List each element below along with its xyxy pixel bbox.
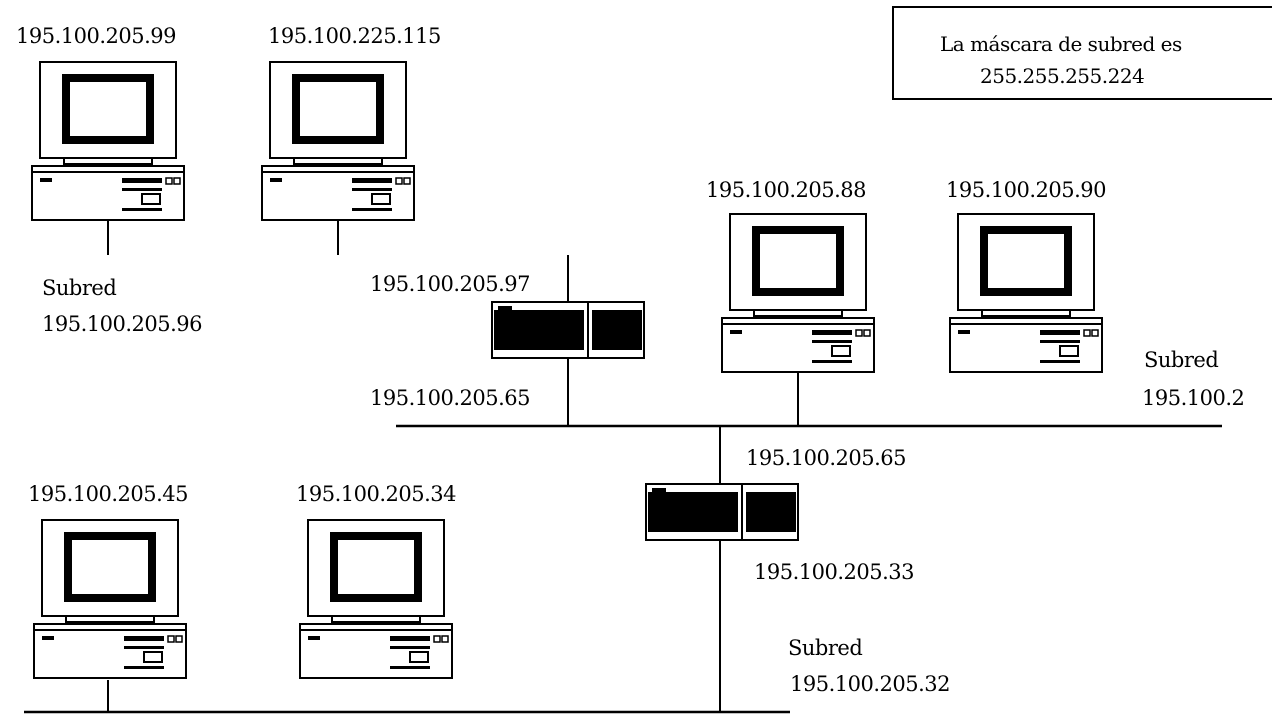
note-line-2: 255.255.255.224 bbox=[980, 64, 1145, 88]
computer-icon bbox=[299, 519, 453, 679]
subnet-address: 195.100.205.32 bbox=[790, 672, 951, 696]
subnet-mask-note: La máscara de subred es 255.255.255.224 bbox=[892, 6, 1272, 100]
computer-icon bbox=[31, 61, 185, 221]
computer-icon bbox=[721, 213, 875, 373]
subnet-label: Subred bbox=[42, 276, 117, 300]
router-icon bbox=[645, 483, 799, 541]
host-ip-label: 195.100.205.34 bbox=[296, 482, 457, 506]
host-ip-label: 195.100.225.115 bbox=[268, 24, 441, 48]
router-ip-label: 195.100.205.65 bbox=[746, 446, 907, 470]
subnet-label: Subred bbox=[1144, 348, 1219, 372]
computer-icon bbox=[949, 213, 1103, 373]
subnet-address: 195.100.205.96 bbox=[42, 312, 203, 336]
subnet-label: Subred bbox=[788, 636, 863, 660]
subnet-address: 195.100.2 bbox=[1142, 386, 1245, 410]
note-line-1: La máscara de subred es bbox=[940, 32, 1182, 56]
host-ip-label: 195.100.205.99 bbox=[16, 24, 177, 48]
router-ip-label: 195.100.205.33 bbox=[754, 560, 915, 584]
computer-icon bbox=[261, 61, 415, 221]
host-ip-label: 195.100.205.88 bbox=[706, 178, 867, 202]
computer-icon bbox=[33, 519, 187, 679]
router-icon bbox=[491, 301, 645, 359]
host-ip-label: 195.100.205.45 bbox=[28, 482, 189, 506]
router-ip-label: 195.100.205.97 bbox=[370, 272, 531, 296]
host-ip-label: 195.100.205.90 bbox=[946, 178, 1107, 202]
router-ip-label: 195.100.205.65 bbox=[370, 386, 531, 410]
